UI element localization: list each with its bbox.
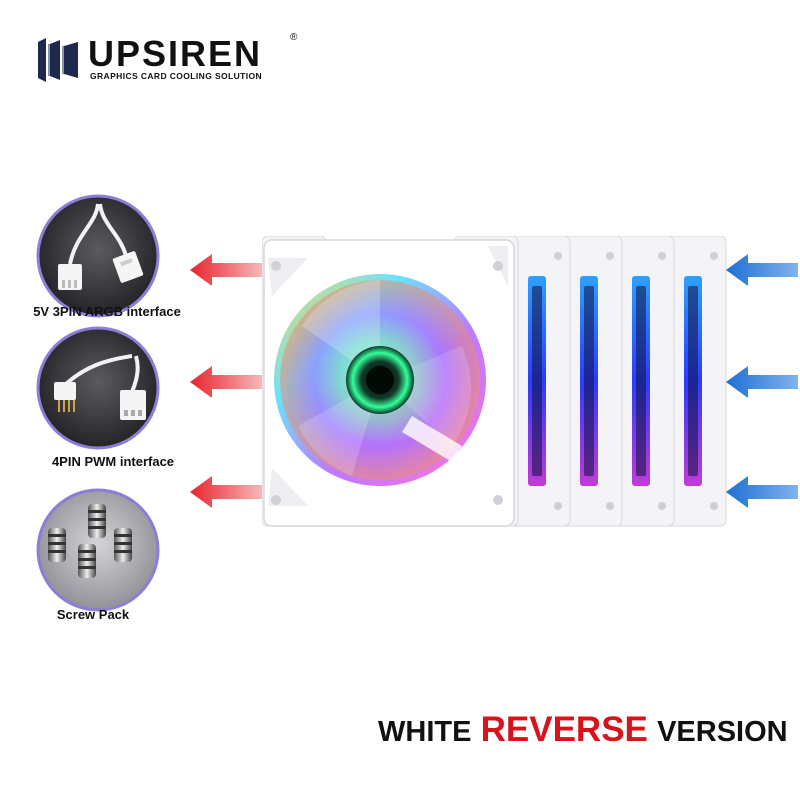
argb-cable-icon [36, 194, 160, 318]
accessory-pwm-circle [36, 326, 160, 450]
brand-name: UPSIREN [88, 33, 263, 74]
accessory-argb-label: 5V 3PIN ARGB interface [33, 304, 181, 319]
pwm-cable-icon [36, 326, 160, 450]
accessory-argb-circle [36, 194, 160, 318]
upsiren-logo-icon [38, 38, 78, 82]
outflow-arrow-icon [190, 476, 266, 508]
accessory-screw-label: Screw Pack [56, 607, 130, 622]
screw-pack-icon [36, 488, 160, 612]
registered-mark: ® [290, 32, 298, 43]
inflow-arrow-icon [726, 476, 798, 508]
banner-word-white: WHITE [378, 716, 472, 748]
accessory-screw-circle [36, 488, 160, 612]
accessory-pwm-label: 4PIN PWM interface [51, 454, 175, 469]
version-banner: WHITE REVERSE VERSION [378, 708, 788, 754]
inflow-arrow-icon [726, 366, 798, 398]
outflow-arrow-icon [190, 254, 266, 286]
banner-word-version: VERSION [657, 716, 788, 748]
brand-header: UPSIREN ® GRAPHICS CARD COOLING SOLUTION [38, 32, 297, 84]
fan-stack-image [262, 236, 727, 527]
brand-tagline: GRAPHICS CARD COOLING SOLUTION [90, 71, 263, 81]
outflow-arrow-icon [190, 366, 266, 398]
inflow-arrow-icon [726, 254, 798, 286]
banner-word-reverse: REVERSE [480, 710, 648, 749]
